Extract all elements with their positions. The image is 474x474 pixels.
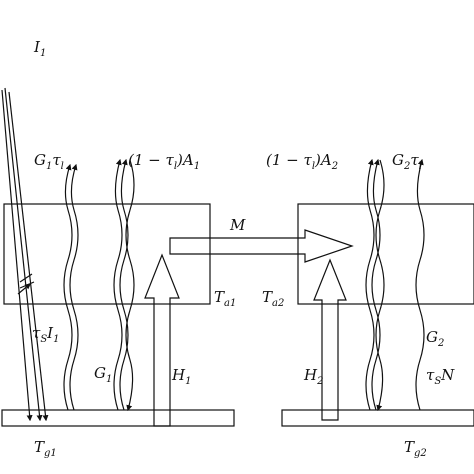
- label-m: M: [229, 216, 246, 234]
- label-ta2: Ta2: [262, 288, 284, 309]
- label-g2-tau-l: G2τl: [392, 151, 422, 172]
- label-a1: (1 − τl)A1: [128, 151, 200, 172]
- ground-plate-left: [1, 409, 235, 427]
- label-ta1: Ta1: [214, 288, 236, 309]
- advection-arrow-m: [169, 229, 354, 263]
- wavy-arrows-right: [365, 158, 425, 412]
- label-g2: G2: [426, 328, 444, 349]
- label-g1: G1: [94, 364, 112, 385]
- heat-flux-arrow-h2: [313, 258, 347, 421]
- label-tau-s-i1: τSI1: [32, 324, 59, 345]
- heat-flux-arrow-h1: [144, 253, 180, 427]
- ground-plate-right: [281, 409, 474, 427]
- label-tau-s-n: τSN: [426, 366, 455, 387]
- label-h2: H2: [303, 366, 323, 387]
- label-a2: (1 − τl)A2: [266, 151, 338, 172]
- label-h1: H1: [171, 366, 191, 387]
- incoming-radiation-arrows: [1, 87, 49, 422]
- label-i1: I1: [33, 38, 46, 59]
- label-tg2: Tg2: [404, 438, 427, 459]
- label-g1-tau-l: G1τl: [34, 151, 64, 172]
- wavy-arrows-left: [63, 158, 135, 412]
- label-tg1: Tg1: [34, 438, 57, 459]
- air-box-right: [297, 203, 474, 305]
